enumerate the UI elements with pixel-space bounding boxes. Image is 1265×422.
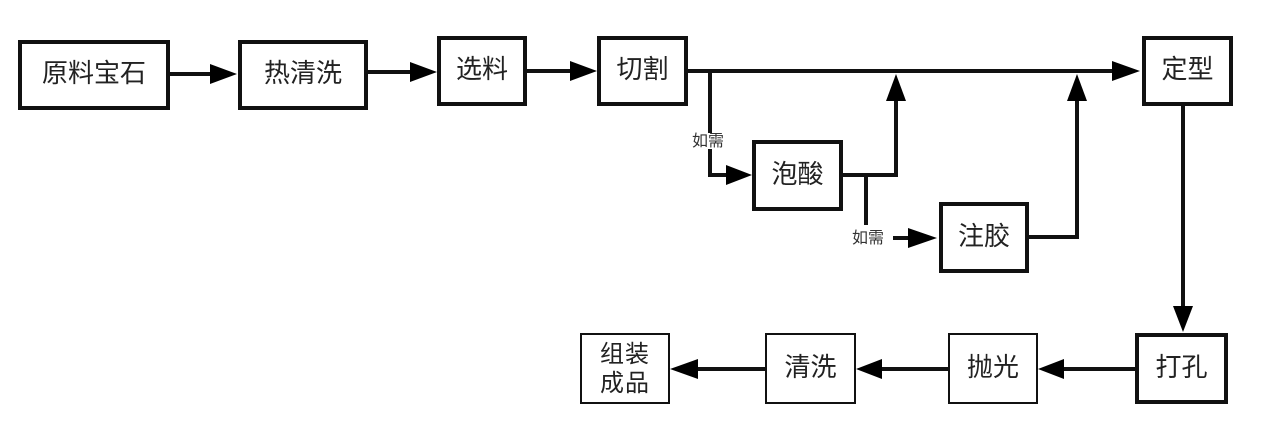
arrowhead-right-icon: [908, 228, 937, 248]
node-clean: 清洗: [765, 333, 856, 404]
arrowhead-right-icon: [1112, 61, 1140, 81]
node-acid-soak: 泡酸: [752, 140, 843, 211]
arrowhead-right-icon: [726, 165, 752, 185]
node-hot-wash: 热清洗: [238, 40, 368, 110]
edge-cut-to-acid: [708, 71, 728, 177]
arrowhead-up-icon: [886, 74, 906, 101]
edge-acid-to-main: [843, 100, 898, 177]
edge-glue-to-main: [1029, 100, 1079, 239]
node-raw-gemstone: 原料宝石: [18, 40, 170, 110]
node-drill: 打孔: [1135, 333, 1228, 404]
node-select: 选料: [437, 36, 527, 106]
arrowhead-up-icon: [1067, 74, 1087, 101]
node-assemble-product: 组装成品: [580, 333, 670, 404]
arrowhead-left-icon: [856, 359, 882, 379]
node-glue-inject: 注胶: [939, 202, 1029, 273]
arrowhead-left-icon: [1038, 359, 1064, 379]
arrowhead-left-icon: [670, 359, 698, 379]
arrowhead-right-icon: [210, 64, 237, 84]
node-shape: 定型: [1142, 36, 1233, 106]
arrowhead-right-icon: [570, 61, 597, 81]
edge-label-cut-to-acid: 如需: [692, 131, 725, 150]
node-cut: 切割: [597, 36, 688, 106]
arrowhead-right-icon: [410, 62, 437, 82]
node-polish: 抛光: [948, 333, 1038, 404]
arrowhead-down-icon: [1173, 306, 1193, 332]
edge-label-acid-to-glue: 如需: [852, 228, 885, 247]
